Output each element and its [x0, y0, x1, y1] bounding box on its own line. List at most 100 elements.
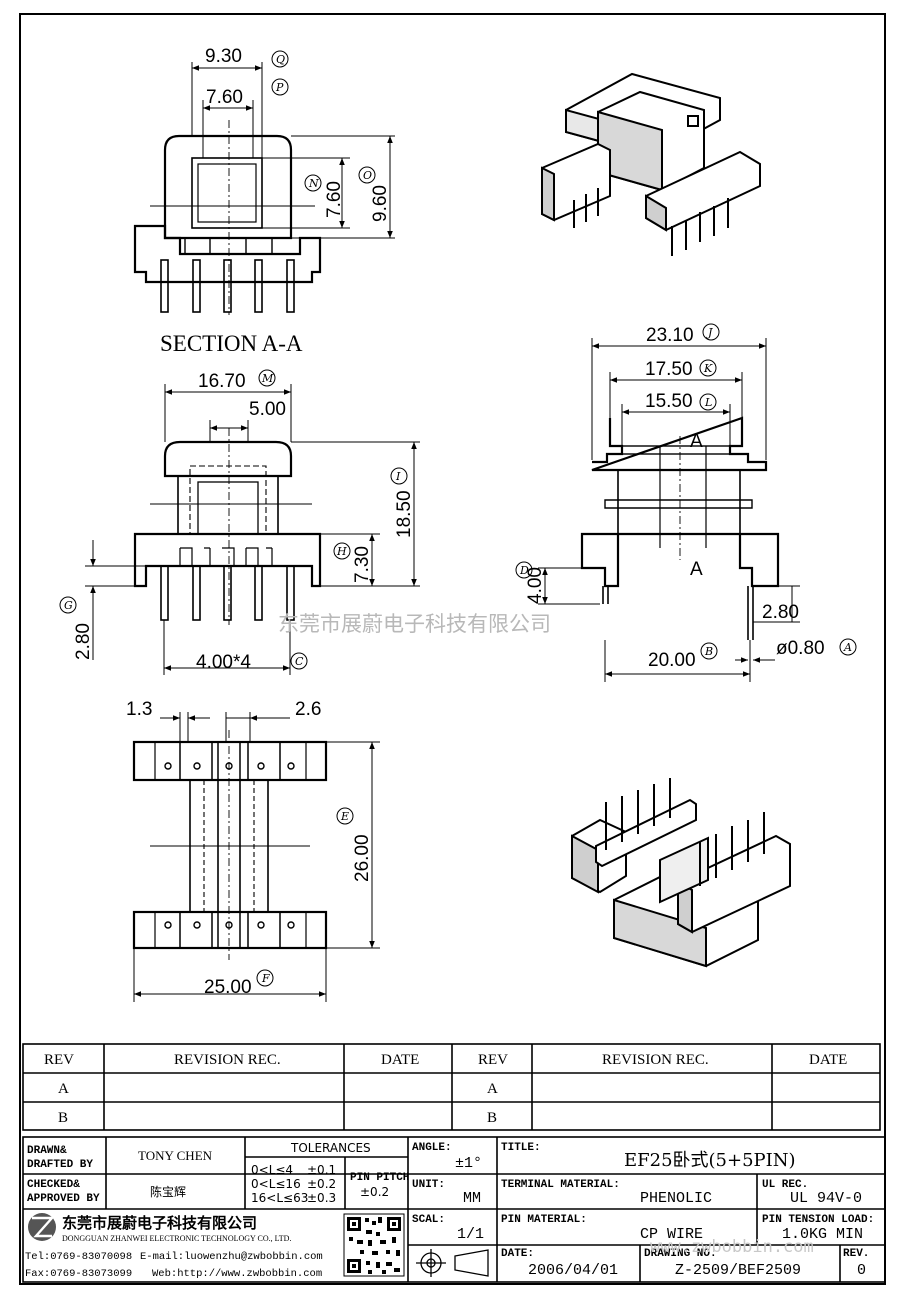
- tolerance-range-2: 0<L≤16: [251, 1177, 301, 1191]
- dim-side-flange: 17.50: [645, 359, 693, 380]
- dim-bottom-length: 26.00: [352, 834, 373, 882]
- company-name-en: DONGGUAN ZHANWEI ELECTRONIC TECHNOLOGY C…: [62, 1234, 291, 1243]
- dim-tag-d: D: [519, 564, 529, 577]
- dim-front-height: 18.50: [394, 490, 415, 538]
- dim-side-overall: 23.10: [646, 325, 694, 346]
- company-logo-icon: [28, 1213, 56, 1241]
- dim-front-pin-pitch: 4.00*4: [196, 652, 251, 673]
- isometric-view-top: [541, 72, 761, 256]
- watermark-cn: 东莞市展蔚电子科技有限公司: [278, 612, 551, 636]
- terminal-material: PHENOLIC: [640, 1190, 712, 1207]
- dim-side-pin-span: 20.00: [648, 650, 696, 671]
- dim-tag-j: J: [706, 326, 713, 339]
- dim-tag-m: M: [261, 372, 274, 385]
- qr-code-icon: [343, 1213, 405, 1277]
- tolerance-value-3: ±0.3: [307, 1191, 336, 1205]
- rev-value: 0: [857, 1262, 866, 1279]
- section-mark-a-bottom: A: [690, 559, 703, 580]
- dim-side-pin-length: 2.80: [762, 602, 799, 623]
- isometric-view-bottom: [571, 778, 791, 968]
- dim-tag-i: I: [395, 470, 401, 483]
- dim-tag-k: K: [703, 362, 713, 375]
- date-label: DATE:: [501, 1248, 534, 1260]
- scale-value: 1/1: [457, 1226, 484, 1243]
- dim-side-winding: 15.50: [645, 391, 693, 412]
- scale-label: SCAL:: [412, 1214, 445, 1226]
- company-name-cn: 东莞市展蔚电子科技有限公司: [62, 1214, 257, 1232]
- rev-row-a-1: A: [58, 1081, 69, 1097]
- dim-tag-g: G: [64, 599, 73, 612]
- company-web: Web:http://www.zwbobbin.com: [152, 1268, 322, 1280]
- dim-tag-f: F: [261, 972, 270, 985]
- drawing-title: EF25卧式(5+5PIN): [624, 1150, 796, 1171]
- tolerance-range-1: 0<L≤4: [251, 1163, 293, 1177]
- dim-section-height-outer: 9.60: [370, 185, 391, 222]
- title-block-grid: [22, 1136, 886, 1283]
- dim-bottom-width: 25.00: [204, 977, 252, 998]
- company-tel: Tel:0769-83070098: [25, 1251, 132, 1263]
- pin-tension: 1.0KG MIN: [782, 1226, 863, 1243]
- angle-label: ANGLE:: [412, 1142, 452, 1154]
- dim-tag-b: B: [704, 645, 713, 658]
- drawing-no-label: DRAWING NO.: [644, 1248, 717, 1260]
- dim-tag-n: N: [308, 177, 319, 190]
- section-mark-a-top: A: [690, 431, 703, 452]
- section-view: [133, 62, 395, 315]
- terminal-material-label: TERMINAL MATERIAL:: [501, 1179, 620, 1191]
- revision-table: [22, 1043, 881, 1131]
- pin-pitch-label: PIN PITCH: [350, 1172, 409, 1184]
- dim-tag-o: O: [363, 169, 372, 182]
- dim-section-width-outer: 9.30: [205, 46, 242, 67]
- checked-label: CHECKED&: [27, 1179, 80, 1191]
- dim-tag-c: C: [295, 655, 304, 668]
- bottom-pin-holes: [164, 762, 295, 929]
- tolerance-value-1: ±0.1: [307, 1163, 336, 1177]
- dim-front-core-width: 5.00: [249, 399, 286, 420]
- unit-label: UNIT:: [412, 1179, 445, 1191]
- pin-pitch-tol: ±0.2: [360, 1185, 389, 1199]
- rev-row-b-1: B: [58, 1110, 68, 1126]
- rev-row-a-2: A: [487, 1081, 498, 1097]
- rev-header-rev-2: REV: [478, 1052, 508, 1068]
- dim-section-height-inner: 7.60: [324, 181, 345, 218]
- rev-label: REV.: [843, 1248, 869, 1260]
- dim-tag-h: H: [336, 545, 347, 558]
- company-fax: Fax:0769-83073099: [25, 1268, 132, 1280]
- rev-header-date-1: DATE: [381, 1052, 419, 1068]
- projection-symbol-icon: [416, 1249, 489, 1277]
- rev-header-rev-1: REV: [44, 1052, 74, 1068]
- unit-value: MM: [463, 1190, 481, 1207]
- dim-bottom-slot-2: 2.6: [295, 699, 321, 720]
- dim-side-pin-dia: ø0.80: [776, 638, 825, 659]
- dim-front-width: 16.70: [198, 371, 246, 392]
- dim-front-base-height: 7.30: [352, 546, 373, 583]
- pin-material: CP WIRE: [640, 1226, 703, 1243]
- drawn-label: DRAWN&: [27, 1145, 67, 1157]
- rev-header-date-2: DATE: [809, 1052, 847, 1068]
- side-view: [538, 338, 800, 682]
- tolerance-value-2: ±0.2: [307, 1177, 336, 1191]
- front-view: [85, 384, 420, 675]
- drafted-by: TONY CHEN: [138, 1148, 213, 1163]
- rev-header-rec-2: REVISION REC.: [602, 1052, 709, 1068]
- dim-tag-e: E: [340, 810, 349, 823]
- title-label: TITLE:: [501, 1142, 541, 1154]
- dim-tag-p: P: [275, 81, 284, 94]
- tolerance-range-3: 16<L≤63: [251, 1191, 308, 1205]
- approved-label: APPROVED BY: [27, 1193, 100, 1205]
- drawing-date: 2006/04/01: [528, 1262, 618, 1279]
- pin-tension-label: PIN TENSION LOAD:: [762, 1214, 874, 1226]
- dim-tag-l: L: [704, 396, 712, 409]
- drafted-label: DRAFTED BY: [27, 1159, 93, 1171]
- dim-tag-a: A: [843, 641, 852, 654]
- tolerances-label: TOLERANCES: [290, 1141, 371, 1155]
- bottom-view: [132, 712, 380, 1002]
- dim-tag-q: Q: [276, 53, 285, 66]
- watermark-url: www.zwbobbin.com: [650, 1237, 814, 1257]
- angle-value: ±1°: [455, 1155, 482, 1172]
- approved-by: 陈宝辉: [150, 1184, 186, 1199]
- section-label: SECTION A-A: [160, 331, 303, 356]
- dim-bottom-slot-1: 1.3: [126, 699, 152, 720]
- drawing-no: Z-2509/BEF2509: [675, 1262, 801, 1279]
